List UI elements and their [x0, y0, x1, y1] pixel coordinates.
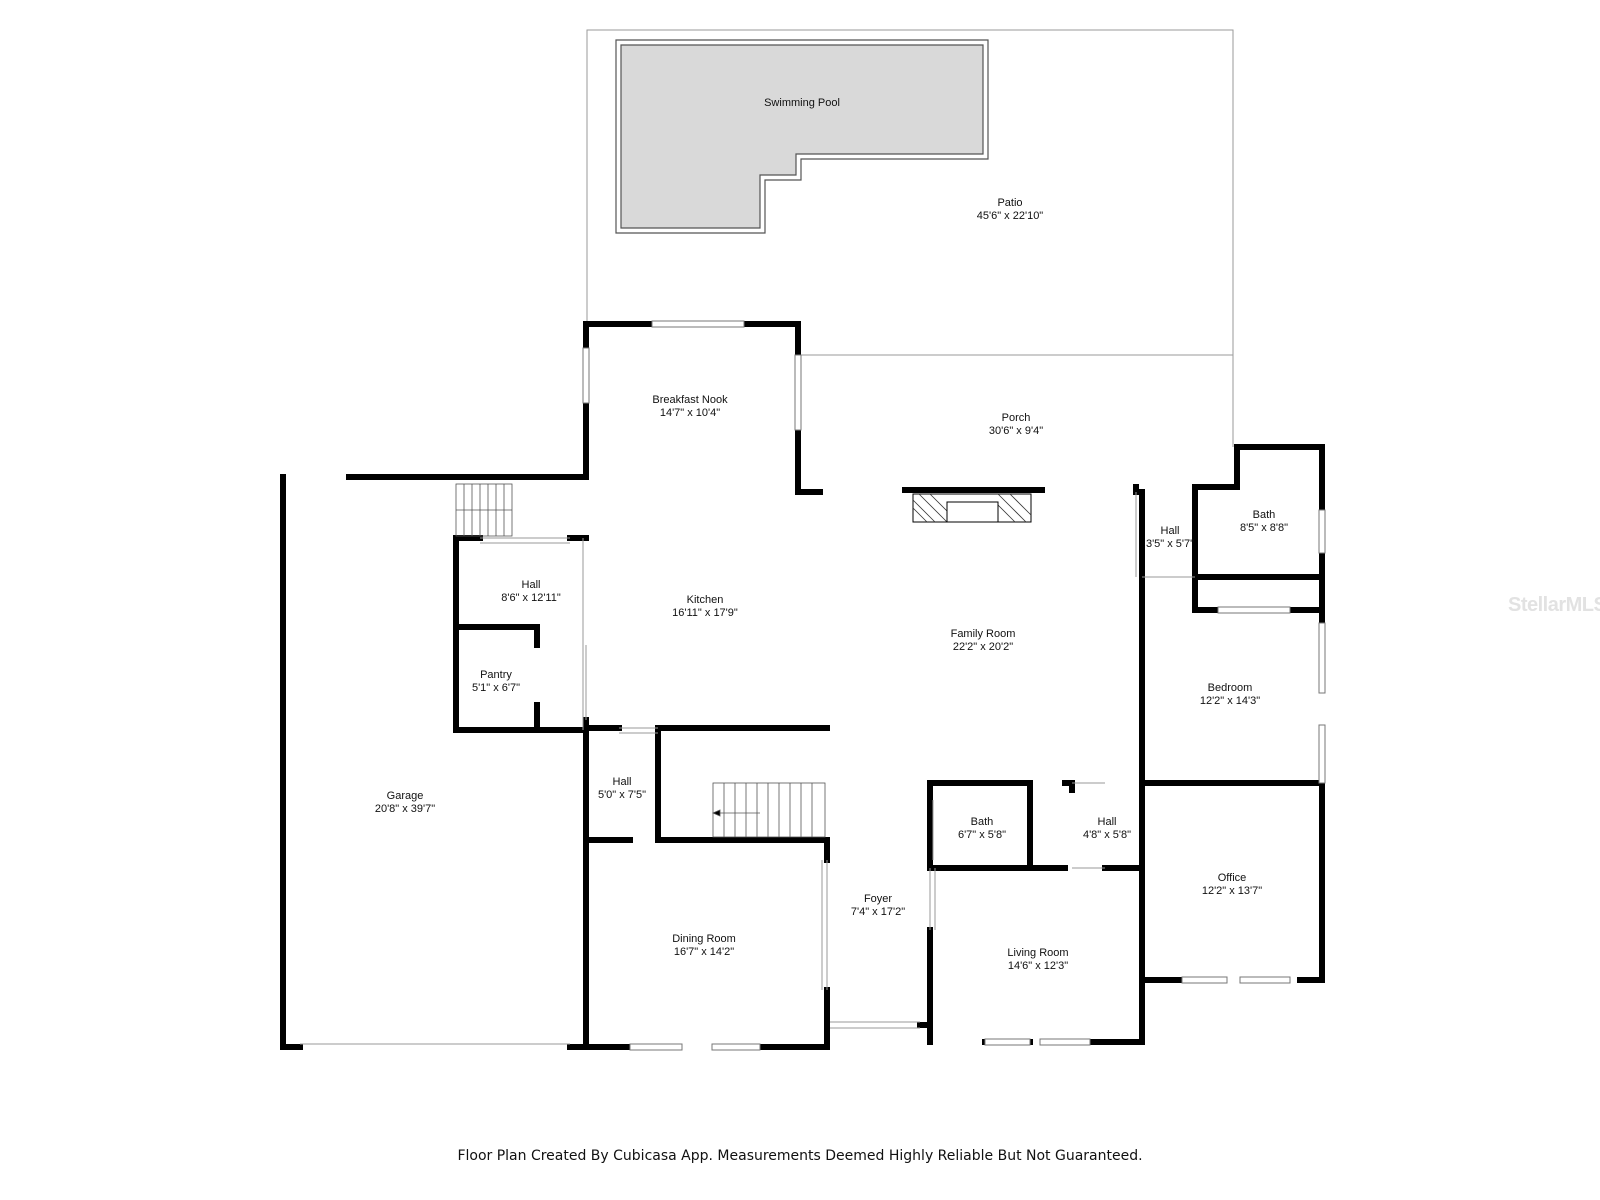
- hall-center-right-dims: 4'8" x 5'8": [1083, 829, 1131, 841]
- bath-center-dims: 6'7" x 5'8": [958, 829, 1006, 841]
- hall-right-name: Hall: [1161, 525, 1180, 537]
- windows: [582, 320, 1326, 1051]
- porch-dims: 30'6" x 9'4": [989, 425, 1043, 437]
- pantry-dims: 5'1" x 6'7": [472, 682, 520, 694]
- hall-center-dims: 5'0" x 7'5": [598, 789, 646, 801]
- bedroom-name: Bedroom: [1208, 682, 1253, 694]
- bath-right-dims: 8'5" x 8'8": [1240, 522, 1288, 534]
- family-room-name: Family Room: [951, 628, 1016, 640]
- garage-name: Garage: [387, 790, 424, 802]
- pool-name: Swimming Pool: [764, 97, 840, 109]
- hall-upper-left-name: Hall: [522, 579, 541, 591]
- hall-upper-left-dims: 8'6" x 12'11": [501, 592, 561, 604]
- living-room-name: Living Room: [1007, 947, 1068, 959]
- hall-center-right-name: Hall: [1098, 816, 1117, 828]
- bedroom-dims: 12'2" x 14'3": [1200, 695, 1260, 707]
- breakfast-nook-dims: 14'7" x 10'4": [660, 407, 720, 419]
- fireplace: [912, 493, 1032, 523]
- dining-room-dims: 16'7" x 14'2": [674, 946, 734, 958]
- stairs-center: [711, 782, 826, 838]
- foyer-name: Foyer: [864, 893, 892, 905]
- dining-room-name: Dining Room: [672, 933, 736, 945]
- kitchen-dims: 16'11" x 17'9": [672, 607, 738, 619]
- breakfast-nook-name: Breakfast Nook: [652, 394, 728, 406]
- hall-center-name: Hall: [613, 776, 632, 788]
- room-labels: Swimming Pool Patio 45'6" x 22'10" Porch…: [375, 97, 1288, 972]
- porch-name: Porch: [1002, 412, 1031, 424]
- office-name: Office: [1218, 872, 1247, 884]
- floor-plan-caption: Floor Plan Created By Cubicasa App. Meas…: [457, 1148, 1143, 1164]
- bath-right-name: Bath: [1253, 509, 1276, 521]
- stairs-upper: [455, 483, 513, 537]
- patio-dims: 45'6" x 22'10": [977, 210, 1044, 222]
- garage-dims: 20'8" x 39'7": [375, 803, 435, 815]
- family-room-dims: 22'2" x 20'2": [953, 641, 1013, 653]
- patio-area: [586, 29, 1234, 447]
- foyer-dims: 7'4" x 17'2": [851, 906, 905, 918]
- kitchen-name: Kitchen: [687, 594, 724, 606]
- office-dims: 12'2" x 13'7": [1202, 885, 1262, 897]
- watermark-logo: StellarMLS: [1508, 594, 1600, 616]
- walls: [280, 321, 1325, 1050]
- hall-right-dims: 3'5" x 5'7": [1146, 538, 1194, 550]
- bath-center-name: Bath: [971, 816, 994, 828]
- living-room-dims: 14'6" x 12'3": [1008, 960, 1068, 972]
- thin-lines: [300, 492, 1195, 1045]
- pantry-name: Pantry: [480, 669, 512, 681]
- swimming-pool: [615, 39, 989, 234]
- patio-name: Patio: [997, 197, 1022, 209]
